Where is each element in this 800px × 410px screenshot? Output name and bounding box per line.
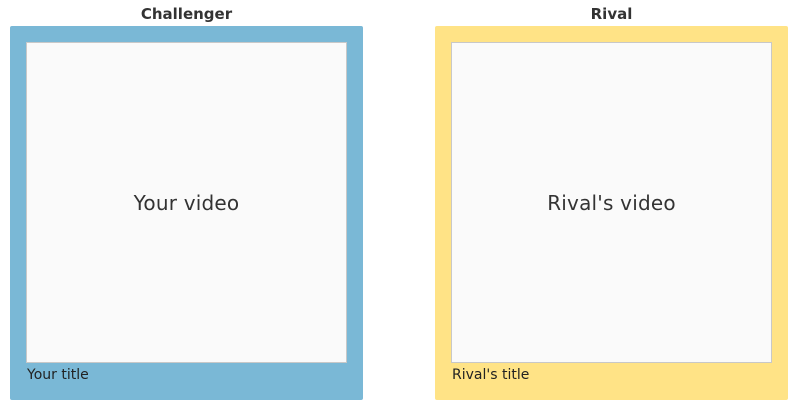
rival-video-placeholder: Rival's video: [547, 190, 676, 215]
challenger-heading: Challenger: [140, 5, 233, 23]
rival-title: Rival's title: [452, 367, 530, 383]
rival-video-box[interactable]: Rival's video: [451, 42, 772, 363]
challenger-title: Your title: [27, 367, 89, 383]
rival-heading: Rival: [590, 5, 633, 23]
challenger-column: Challenger Your video Your title: [10, 0, 363, 400]
challenger-video-placeholder: Your video: [133, 190, 240, 215]
challenger-card: Your video Your title: [10, 26, 363, 400]
challenger-video-box[interactable]: Your video: [26, 42, 347, 363]
rival-column: Rival Rival's video Rival's title: [435, 0, 788, 400]
rival-card: Rival's video Rival's title: [435, 26, 788, 400]
